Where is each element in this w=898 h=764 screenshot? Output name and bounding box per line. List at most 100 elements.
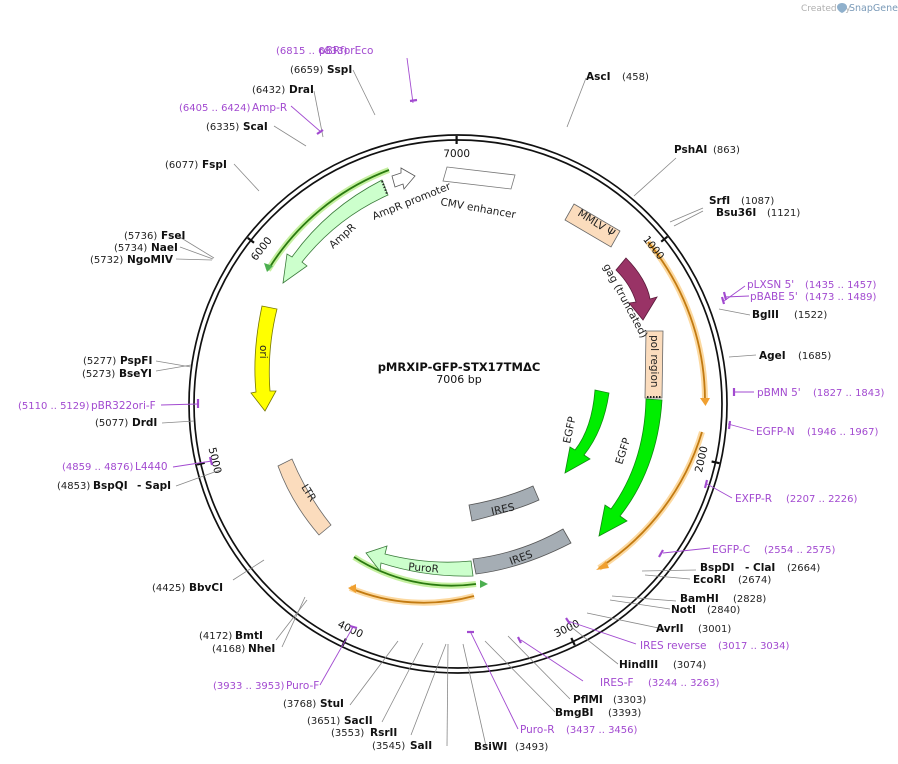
ltr-feature xyxy=(277,458,332,536)
primer-pbabe-5[interactable]: pBABE 5' xyxy=(750,291,798,303)
feature-label-egfp-outer: EGFP xyxy=(613,436,633,466)
cmv-enhancer-feature xyxy=(442,166,516,190)
credit-text: Created by xyxy=(801,4,851,14)
enzyme-fsei[interactable]: FseI xyxy=(161,230,185,242)
ori-feature xyxy=(250,305,278,412)
primer-range-ires-f: (3244 .. 3263) xyxy=(648,678,720,689)
enzyme-stui[interactable]: StuI xyxy=(320,698,344,710)
orf-arc xyxy=(264,167,391,272)
enzyme-pos-stui: (3768) xyxy=(283,699,316,710)
enzyme-pos-noti: (2840) xyxy=(707,605,740,616)
primer-range-egfp-c: (2554 .. 2575) xyxy=(764,545,836,556)
enzyme-hindiii[interactable]: HindIII xyxy=(619,659,658,671)
enzyme-pos-sspi: (6659) xyxy=(290,65,323,76)
enzyme-avrii[interactable]: AvrII xyxy=(656,623,684,635)
primer-range-exfp-r: (2207 .. 2226) xyxy=(786,494,858,505)
enzyme-clai[interactable]: - ClaI xyxy=(745,562,775,574)
enzyme-bseyi[interactable]: BseYI xyxy=(119,368,152,380)
feature-label-pol: pol region xyxy=(648,335,660,388)
tick-label: 7000 xyxy=(443,148,470,160)
enzyme-naei[interactable]: NaeI xyxy=(151,242,178,254)
primer-ires-reverse[interactable]: IRES reverse xyxy=(640,640,707,652)
primer-puro-f[interactable]: Puro-F xyxy=(286,680,319,692)
primer-range-plxsn-5: (1435 .. 1457) xyxy=(805,280,877,291)
primer-range-ires-reverse: (3017 .. 3034) xyxy=(718,641,790,652)
puror-feature xyxy=(365,545,474,577)
enzyme-pos-ecori: (2674) xyxy=(738,575,771,586)
primer-exfp-r[interactable]: EXFP-R xyxy=(735,493,772,505)
primer-l4440[interactable]: L4440 xyxy=(135,461,168,473)
orf-arc xyxy=(352,554,488,589)
primer-pbmn-5[interactable]: pBMN 5' xyxy=(757,387,801,399)
tick-label: 2000 xyxy=(693,445,711,474)
enzyme-ngomiv[interactable]: NgoMIV xyxy=(127,254,174,266)
enzyme-pos-drdi: (5077) xyxy=(95,418,128,429)
enzyme-noti[interactable]: NotI xyxy=(671,604,696,616)
enzyme-pshai[interactable]: PshAI xyxy=(674,144,707,156)
enzyme-pos-pshai: (863) xyxy=(713,145,740,156)
enzyme-agei[interactable]: AgeI xyxy=(759,350,786,362)
primer-pbrforeco[interactable]: pBRforEco xyxy=(319,45,373,57)
enzyme-pos-fspi: (6077) xyxy=(165,160,198,171)
enzyme-bmti[interactable]: BmtI xyxy=(235,630,263,642)
primer-pbr322ori-f[interactable]: pBR322ori-F xyxy=(91,400,156,412)
enzyme-asci[interactable]: AscI xyxy=(586,71,611,83)
enzyme-bbvci[interactable]: BbvCI xyxy=(189,582,223,594)
enzyme-srfi[interactable]: SrfI xyxy=(709,195,730,207)
enzyme-sspi[interactable]: SspI xyxy=(327,64,352,76)
enzyme-pos-bspdi: (2664) xyxy=(787,563,820,574)
enzyme-pspfi[interactable]: PspFI xyxy=(120,355,152,367)
enzyme-bspqi[interactable]: BspQI xyxy=(93,480,128,492)
enzyme-pos-bspqi: (4853) xyxy=(57,481,90,492)
enzyme-nhei[interactable]: NheI xyxy=(248,643,275,655)
enzyme-pos-bseyi: (5273) xyxy=(82,369,115,380)
enzyme-pos-bglii: (1522) xyxy=(794,310,827,321)
enzyme-ecori[interactable]: EcoRI xyxy=(693,574,726,586)
primer-range-amp-r: (6405 .. 6424) xyxy=(179,103,251,114)
primer-egfp-n[interactable]: EGFP-N xyxy=(756,426,795,438)
enzyme-pos-bbvci: (4425) xyxy=(152,583,185,594)
primer-plxsn-5[interactable]: pLXSN 5' xyxy=(747,279,794,291)
enzyme-bsiwi[interactable]: BsiWI xyxy=(474,741,507,753)
enzyme-drai[interactable]: DraI xyxy=(289,84,314,96)
enzyme-rsrii[interactable]: RsrII xyxy=(370,727,397,739)
feature-label-puror: PuroR xyxy=(408,561,440,576)
enzyme-pos-rsrii: (3553) xyxy=(331,728,364,739)
primer-ires-f[interactable]: IRES-F xyxy=(600,677,634,689)
enzyme-sali[interactable]: SalI xyxy=(410,740,432,752)
enzyme-bspdi[interactable]: BspDI xyxy=(700,562,734,574)
feature-label-ires-inner: IRES xyxy=(490,501,516,518)
tick-mark xyxy=(196,461,205,466)
enzyme-pos-nhei: (4168) xyxy=(212,644,245,655)
enzyme-pos-pflmi: (3303) xyxy=(613,695,646,706)
enzyme-bsu36i[interactable]: Bsu36I xyxy=(716,207,756,219)
primer-amp-r[interactable]: Amp-R xyxy=(252,102,287,114)
primer-range-pbr322ori-f: (5110 .. 5129) xyxy=(18,401,90,412)
plasmid-length: 7006 bp xyxy=(436,373,481,386)
enzyme-pflmi[interactable]: PflMI xyxy=(573,694,603,706)
ampr-dots xyxy=(381,180,388,195)
enzyme-pos-hindiii: (3074) xyxy=(673,660,706,671)
enzyme-pos-bsu36i: (1121) xyxy=(767,208,800,219)
enzyme-pos-bmti: (4172) xyxy=(199,631,232,642)
enzyme-sacii[interactable]: SacII xyxy=(344,715,373,727)
primer-puro-r[interactable]: Puro-R xyxy=(520,724,555,736)
enzyme-bglii[interactable]: BglII xyxy=(752,309,779,321)
enzyme-fspi[interactable]: FspI xyxy=(202,159,227,171)
enzyme-bamhi[interactable]: BamHI xyxy=(680,593,719,605)
enzyme-bmgbi[interactable]: BmgBI xyxy=(555,707,593,719)
enzyme-scai[interactable]: ScaI xyxy=(243,121,268,133)
ampr-feature xyxy=(282,179,389,284)
enzyme-pos-bmgbi: (3393) xyxy=(608,708,641,719)
tick-mark xyxy=(711,460,720,465)
primer-range-egfp-n: (1946 .. 1967) xyxy=(807,427,879,438)
enzyme-drdi[interactable]: DrdI xyxy=(132,417,157,429)
snapgene-logo-icon xyxy=(837,3,847,13)
brand-text: SnapGene xyxy=(849,3,898,14)
enzyme-labels: (458) AscI (863) PshAI (1087) SrfI (1121… xyxy=(57,64,831,753)
enzyme-pos-sali: (3545) xyxy=(372,741,405,752)
primer-egfp-c[interactable]: EGFP-C xyxy=(712,544,750,556)
primer-range-pbmn-5: (1827 .. 1843) xyxy=(813,388,885,399)
enzyme-pos-bamhi: (2828) xyxy=(733,594,766,605)
enzyme-sapi[interactable]: - SapI xyxy=(137,480,171,492)
